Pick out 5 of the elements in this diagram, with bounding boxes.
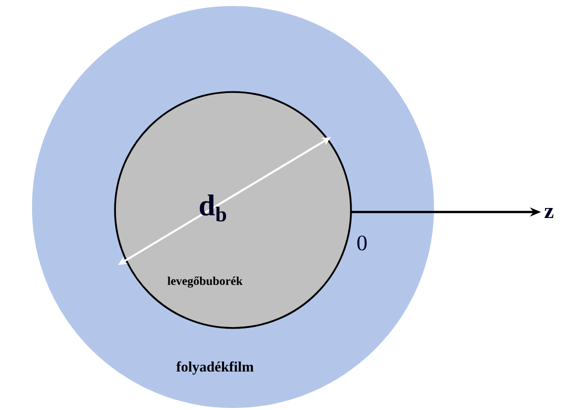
diameter-label: d$_{b}$ [200, 194, 226, 222]
bubble-circle [114, 91, 352, 329]
region-label: levegőbuborék [168, 276, 243, 288]
axis-label: z [544, 208, 554, 218]
region-label: folyadékfilm [176, 361, 254, 375]
